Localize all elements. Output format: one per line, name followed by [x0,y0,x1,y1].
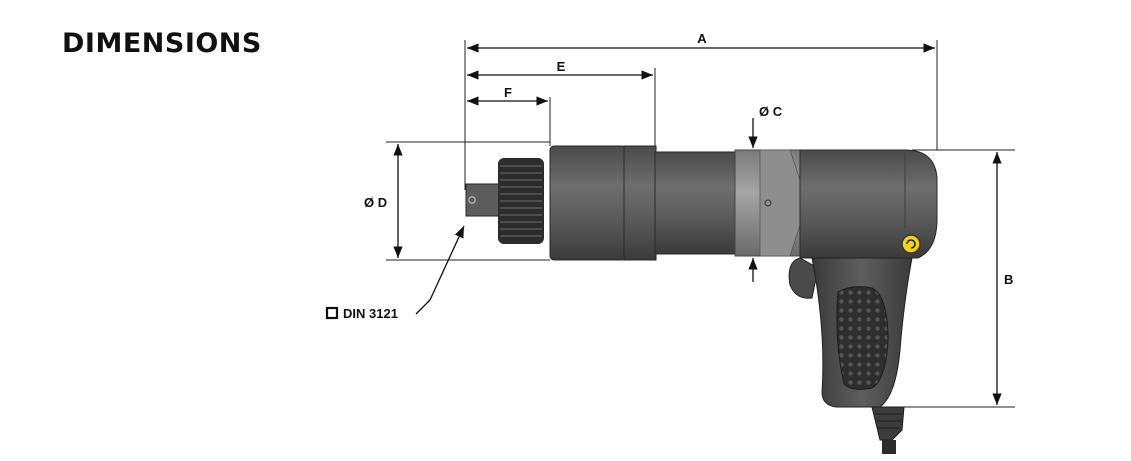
motor-housing [654,151,738,255]
label-f: F [504,85,512,100]
square-drive-icon [325,306,339,320]
gearbox [549,145,627,261]
trigger [788,257,819,299]
torque-tool-illustration [465,145,938,454]
rear-body [799,149,938,259]
label-e: E [557,59,566,74]
reverse-button-icon [901,234,921,254]
square-drive [465,183,503,217]
drive-leader [415,225,465,315]
page-title: DIMENSIONS [62,28,262,59]
label-drive: DIN 3121 [343,306,398,321]
label-d: Ø D [364,195,387,210]
label-b: B [1004,272,1013,287]
air-inlet [871,406,905,441]
label-c: Ø C [759,104,783,119]
label-a: A [697,31,707,46]
dimension-lines [393,43,1002,405]
